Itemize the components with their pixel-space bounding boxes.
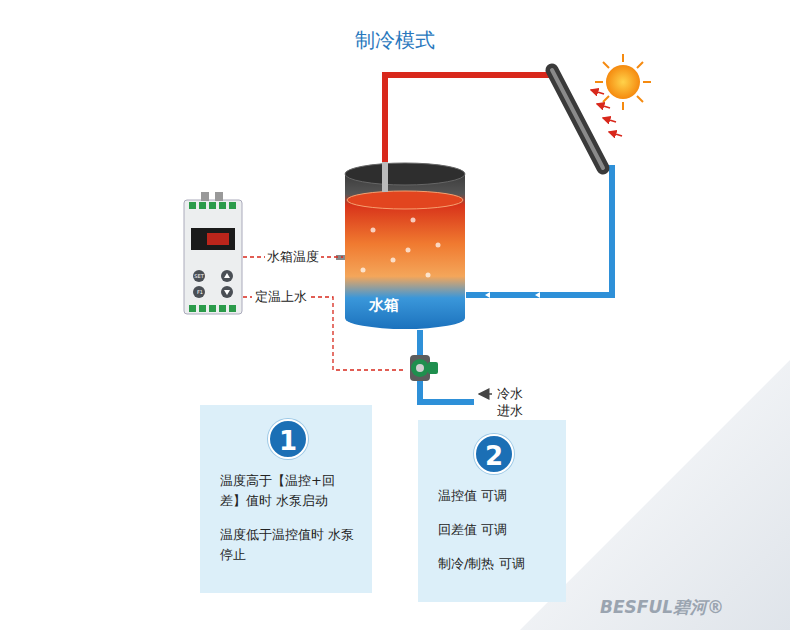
bubble (391, 258, 396, 263)
terminal (229, 305, 236, 312)
terminal (209, 202, 216, 209)
panel-text: 制冷/制热 可调 (438, 554, 550, 574)
controller-body (183, 192, 243, 322)
terminal (189, 202, 196, 209)
button (193, 270, 205, 282)
button (193, 286, 205, 298)
terminal (199, 202, 206, 209)
bubble (411, 218, 416, 223)
edge-label: 水箱温度 (265, 249, 321, 265)
display (191, 228, 235, 250)
digits (207, 233, 229, 245)
cold-pipe (466, 168, 612, 295)
water-pump (410, 355, 438, 381)
up-arrow (224, 273, 230, 278)
hot-pipe (385, 75, 550, 168)
terminal (189, 305, 196, 312)
terminal (219, 305, 226, 312)
clip (201, 192, 209, 201)
info-panel: 2 温控值 可调回差值 可调制冷/制热 可调 (418, 420, 566, 602)
temperature-controller: SET F1 (183, 192, 243, 322)
water-surface (347, 191, 463, 209)
water-tank-box: 水箱 (343, 160, 467, 332)
tank-top (345, 163, 465, 185)
callout-number: 2 (474, 434, 514, 474)
button-label: SET (193, 272, 205, 280)
inlet-arrow (479, 393, 492, 395)
collector-highlight (552, 70, 603, 168)
button (221, 286, 233, 298)
terminal (209, 305, 216, 312)
bubble (426, 273, 431, 278)
bubble (361, 268, 366, 273)
info-panel: 1 温度高于【温控+回差】值时 水泵启动温度低于温控值时 水泵停止 (200, 405, 372, 593)
panel-text: 温度低于温控值时 水泵停止 (220, 525, 356, 565)
bubble (436, 243, 441, 248)
diagram-title: 制冷模式 (0, 28, 790, 52)
bubble (371, 228, 376, 233)
flow-arrows (485, 185, 606, 298)
inlet-label: 冷水 进水 (497, 385, 527, 419)
callout-digit: 2 (476, 436, 512, 476)
callout-digit: 1 (270, 421, 306, 461)
housing (184, 200, 242, 314)
panel-text: 温控值 可调 (438, 486, 550, 506)
clip (215, 192, 223, 201)
water-tank (343, 160, 467, 332)
leader-label: 定温上水 (255, 289, 307, 305)
panel-text: 回差值 可调 (438, 520, 550, 540)
callout-number: 1 (268, 419, 308, 459)
button-label: F1 (194, 288, 206, 296)
inlet-pipe (382, 162, 388, 192)
down-arrow (224, 290, 230, 295)
button (221, 270, 233, 282)
tank-label: 水箱 (369, 296, 399, 314)
bubble (406, 248, 411, 253)
brand-watermark: BESFUL碧河® (600, 596, 724, 618)
panel-text: 温度高于【温控+回差】值时 水泵启动 (220, 471, 356, 511)
sun (595, 54, 651, 110)
inlet-pipe (420, 330, 474, 402)
sun-rays (591, 90, 622, 136)
leader-line (243, 296, 252, 297)
terminal (229, 202, 236, 209)
tank-body (345, 174, 465, 329)
solar-collector (552, 70, 603, 168)
terminal (219, 202, 226, 209)
terminal (199, 305, 206, 312)
